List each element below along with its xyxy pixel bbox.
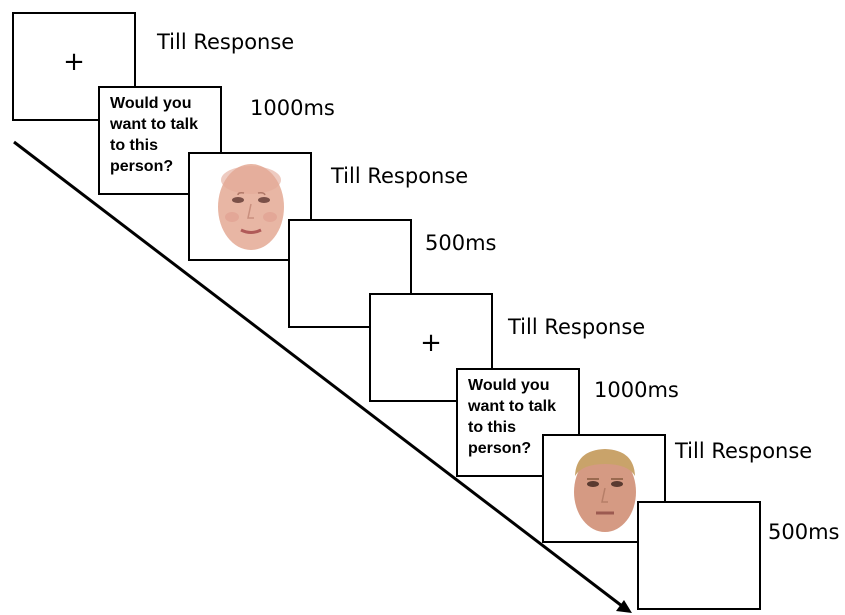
fixation-cross-2: + bbox=[420, 328, 442, 359]
face-duration-label-1: Till Response bbox=[331, 164, 469, 188]
fixation-duration-label-1: Till Response bbox=[157, 30, 295, 54]
blank-screen-2 bbox=[637, 501, 761, 610]
question-text-2: Would you want to talk to this person? bbox=[468, 377, 557, 457]
face-image-2 bbox=[574, 449, 636, 532]
question-screen-1: Would you want to talk to this person? bbox=[98, 86, 222, 195]
fixation-cross-1: + bbox=[63, 47, 85, 78]
fixation-duration-label-2: Till Response bbox=[508, 315, 646, 339]
face-screen-2 bbox=[542, 434, 666, 543]
blank-duration-label-1: 500ms bbox=[425, 231, 497, 255]
question-duration-label-1: 1000ms bbox=[250, 96, 335, 120]
face-duration-label-2: Till Response bbox=[675, 439, 813, 463]
question-text-1: Would you want to talk to this person? bbox=[110, 95, 199, 175]
fixation-screen-1: + bbox=[12, 12, 136, 121]
question-duration-label-2: 1000ms bbox=[594, 378, 679, 402]
face-image-1 bbox=[218, 164, 284, 250]
blank-duration-label-2: 500ms bbox=[768, 520, 840, 544]
